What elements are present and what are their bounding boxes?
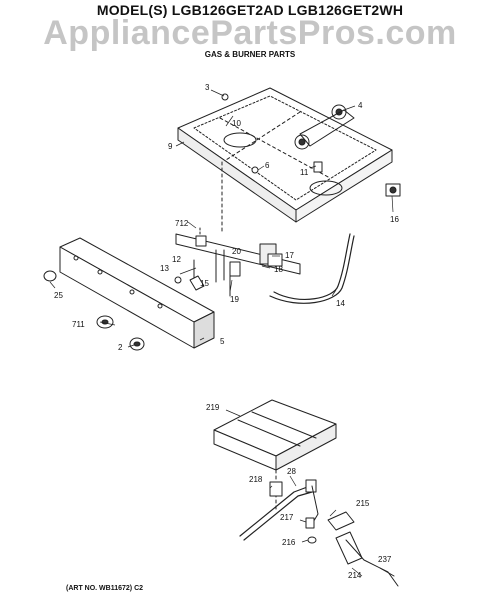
section-title: GAS & BURNER PARTS	[204, 50, 296, 59]
callout-3: 3	[205, 83, 210, 92]
callout-28: 28	[287, 467, 296, 476]
callout-218: 218	[249, 475, 263, 484]
callout-25: 25	[54, 291, 63, 300]
manifold-panel	[59, 237, 215, 349]
callout-2: 2	[118, 343, 123, 352]
callout-217: 217	[280, 513, 294, 522]
oven-burner-tube	[239, 479, 319, 544]
callout-10: 10	[232, 119, 241, 128]
callout-13: 13	[160, 264, 169, 273]
callout-labels: 3 4 9 10 6 11 16 712 20 17 18 12 13 15 1…	[54, 83, 399, 580]
callout-12: 12	[172, 255, 181, 264]
burner-box	[177, 87, 401, 223]
oven-burner-shield	[213, 399, 337, 471]
callout-216: 216	[282, 538, 296, 547]
callout-20: 20	[232, 247, 241, 256]
callout-219: 219	[206, 403, 220, 412]
watermark: AppliancePartsPros.com	[43, 14, 457, 52]
gas-tube	[273, 233, 351, 300]
callout-9: 9	[168, 142, 173, 151]
callout-214: 214	[348, 571, 362, 580]
callout-14: 14	[336, 299, 345, 308]
model-title: MODEL(S) LGB126GET2AD LGB126GET2WH	[96, 2, 404, 18]
oven-valve-bracket	[327, 511, 399, 587]
callout-237: 237	[378, 555, 392, 564]
callout-18: 18	[274, 265, 283, 274]
callout-4: 4	[358, 101, 363, 110]
art-number: (ART NO. WB11672) C2	[66, 585, 144, 592]
callout-712: 712	[175, 219, 189, 228]
callout-215: 215	[356, 499, 370, 508]
callout-15: 15	[200, 279, 209, 288]
manifold-assembly	[174, 161, 301, 297]
callout-5: 5	[220, 337, 225, 346]
callout-711: 711	[72, 320, 85, 329]
top-burners	[294, 104, 355, 150]
callout-16: 16	[390, 215, 399, 224]
callout-11: 11	[300, 168, 309, 177]
callout-19: 19	[230, 295, 239, 304]
callout-17: 17	[285, 251, 294, 260]
callout-6: 6	[265, 161, 270, 170]
